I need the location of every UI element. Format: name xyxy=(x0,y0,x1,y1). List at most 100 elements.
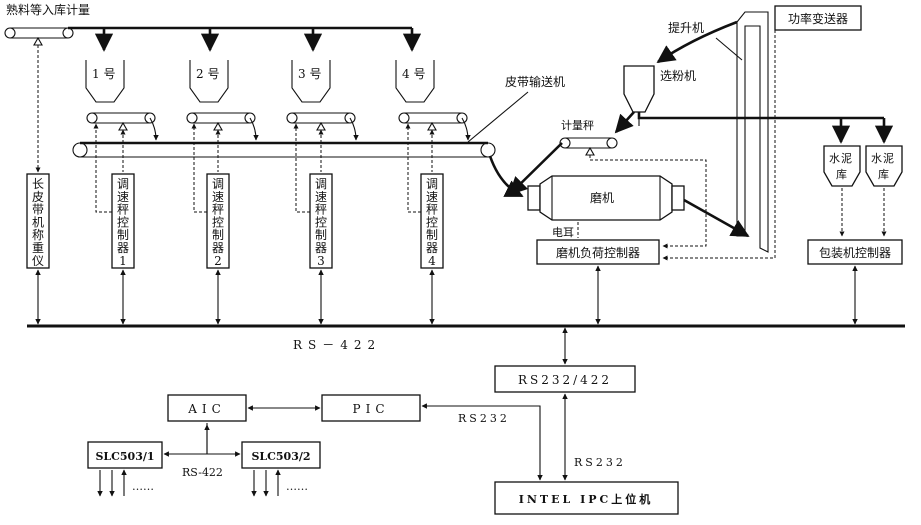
metering-scale-label: 计量秤 xyxy=(561,119,594,132)
slc2-ellipsis: …… xyxy=(286,480,308,493)
elevator-to-separator-arrow xyxy=(656,20,738,64)
long-belt-scale-label-char-5: 重 xyxy=(32,241,44,255)
slc-io-arrows xyxy=(97,469,281,497)
speed-scale-controller-1-label-char-1: 速 xyxy=(117,190,129,204)
speed-scale-controller-2-label-char-6: 2 xyxy=(214,254,222,268)
long-belt-scale-label-char-0: 长 xyxy=(32,177,44,191)
plc-label: PIC xyxy=(353,402,390,416)
slc2-label: SLC503/2 xyxy=(251,450,310,463)
separator-return-arrow xyxy=(614,111,635,134)
speed-scale-controller-4-label-char-6: 4 xyxy=(428,254,436,268)
long-belt-scale-label-char-4: 称 xyxy=(32,228,44,242)
rs232-label-b: RS232 xyxy=(574,456,626,469)
belt-conveyor-leader xyxy=(467,91,529,143)
aic-box: AIC xyxy=(167,394,247,422)
mill-label: 磨机 xyxy=(590,191,614,205)
silo-2-char1: 水 xyxy=(871,152,882,165)
speed-scale-controller-1-label-char-0: 调 xyxy=(117,177,129,191)
long-belt-scale-label-char-1: 皮 xyxy=(32,190,44,204)
belt-conveyor-label: 皮带输送机 xyxy=(505,74,565,89)
separator-label: 选粉机 xyxy=(660,69,696,83)
power-signal-line xyxy=(662,30,776,261)
packing-controller-label: 包装机控制器 xyxy=(819,246,891,260)
cement-silo-1: 水 泥 库 xyxy=(823,145,861,187)
elevator-leader xyxy=(715,37,743,61)
slc1-box: SLC503/1 xyxy=(87,441,163,469)
bucket-elevator xyxy=(736,11,769,253)
speed-scale-controller-2-label-char-4: 制 xyxy=(212,228,224,242)
host-pc-label: INTEL IPC上位机 xyxy=(519,492,654,506)
hopper-3-label: 3 号 xyxy=(298,67,321,81)
separator-to-silo-line xyxy=(637,112,884,120)
rs422-bus-label: RS－422 xyxy=(293,338,381,352)
speed-scale-controller-4-label-char-5: 器 xyxy=(426,241,438,255)
host-pc-box: INTEL IPC上位机 xyxy=(494,481,679,515)
weigh-conveyors xyxy=(86,112,471,141)
hopper-2: 2 号 xyxy=(189,60,229,103)
slc2-box: SLC503/2 xyxy=(241,441,321,469)
speed-scale-controller-3-label-char-0: 调 xyxy=(315,177,327,191)
rs422-small-label: RS-422 xyxy=(182,466,223,479)
speed-scale-controller-1-label-char-3: 控 xyxy=(117,215,129,229)
speed-scale-controller-2-label-char-3: 控 xyxy=(212,215,224,229)
ball-mill: 磨机 xyxy=(527,175,685,221)
speed-scale-controller-4-label-char-0: 调 xyxy=(426,177,438,191)
hopper-3: 3 号 xyxy=(291,60,331,103)
powder-separator: 选粉机 xyxy=(623,65,696,126)
top-feed-line xyxy=(68,26,422,52)
silo-1-char3: 库 xyxy=(836,168,847,181)
speed-scale-controller-1-label-char-6: 1 xyxy=(119,254,127,268)
mill-load-controller-box: 磨机负荷控制器 xyxy=(536,239,660,265)
speed-scale-controller-3-label-char-1: 速 xyxy=(315,190,327,204)
speed-scale-controller-3-label-char-5: 器 xyxy=(315,241,327,255)
speed-scale-controller-2-label-char-1: 速 xyxy=(212,190,224,204)
speed-scale-controller-4-label-char-2: 秤 xyxy=(426,203,438,217)
speed-scale-controller-3-label-char-3: 控 xyxy=(315,215,327,229)
speed-scale-controller-3-label-char-2: 秤 xyxy=(315,203,327,217)
top-feed-conveyor xyxy=(4,27,74,46)
packing-controller-box: 包装机控制器 xyxy=(807,239,903,265)
speed-scale-controller-1-label-char-2: 秤 xyxy=(117,203,129,217)
plc-host-link xyxy=(421,403,543,481)
speed-scale-controller-2-label-char-5: 器 xyxy=(212,241,224,255)
speed-scale-controller-3-label-char-6: 3 xyxy=(317,254,325,268)
controller-signal-lines xyxy=(93,123,435,213)
hopper-4-label: 4 号 xyxy=(402,67,425,81)
belt-to-mill-arrow xyxy=(488,155,524,198)
speed-scale-controller-1-label-char-5: 器 xyxy=(117,241,129,255)
long-belt-scale-label-char-3: 机 xyxy=(32,215,44,229)
hopper-1-label: 1 号 xyxy=(92,67,115,81)
hopper-4: 4 号 xyxy=(395,60,435,103)
electric-ear-label: 电耳 xyxy=(552,226,574,239)
aic-label: AIC xyxy=(187,402,226,416)
silo-2-char3: 库 xyxy=(878,168,889,181)
converter-label: RS232/422 xyxy=(518,373,612,387)
mill-to-elevator-arrow xyxy=(683,198,750,238)
speed-scale-controller-1-label-char-4: 制 xyxy=(117,228,129,242)
speed-scale-controller-2-label-char-0: 调 xyxy=(212,177,224,191)
speed-scale-controller-4-label-char-1: 速 xyxy=(426,190,438,204)
long-belt-scale-label-char-6: 仪 xyxy=(32,254,44,268)
top-title: 熟料等入库计量 xyxy=(6,2,90,17)
long-belt-scale-label-char-2: 带 xyxy=(32,203,44,217)
rs232-422-converter-box: RS232/422 xyxy=(494,365,636,393)
mill-load-controller-label: 磨机负荷控制器 xyxy=(556,246,640,260)
scale-to-mill-arrow xyxy=(508,142,563,196)
metering-scale-conveyor xyxy=(559,137,618,156)
power-transmitter-label: 功率变送器 xyxy=(788,11,848,26)
scale-signal-line xyxy=(589,155,707,249)
silo-1-char1: 水 xyxy=(829,152,840,165)
silo-2-char2: 泥 xyxy=(883,152,894,165)
plc-box: PIC xyxy=(321,394,421,422)
hopper-2-label: 2 号 xyxy=(196,67,219,81)
elevator-label: 提升机 xyxy=(668,20,704,35)
speed-scale-controller-3-label-char-4: 制 xyxy=(315,228,327,242)
speed-scale-controller-4-label-char-4: 制 xyxy=(426,228,438,242)
